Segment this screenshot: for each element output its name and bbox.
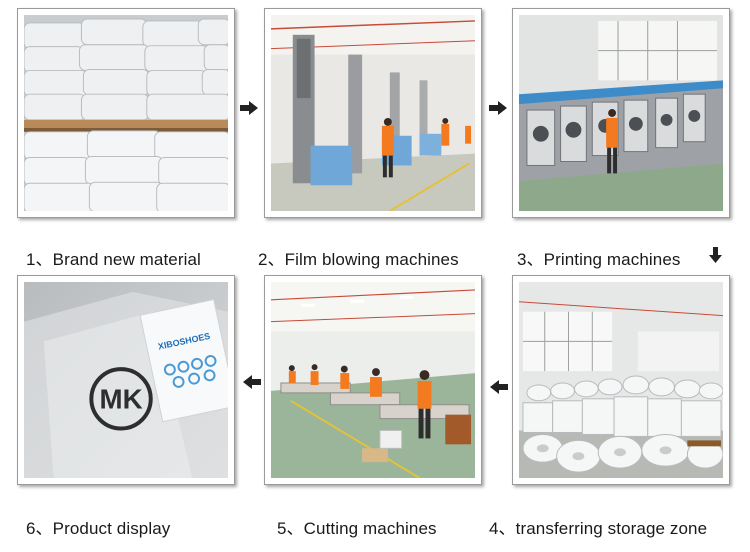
step-caption-4: 4、transferring storage zone xyxy=(489,519,708,538)
step-caption-1: 1、Brand new material xyxy=(26,250,201,269)
step-card-1 xyxy=(17,8,235,218)
step-caption-5: 5、Cutting machines xyxy=(277,519,437,538)
arrow-left-icon xyxy=(490,380,508,394)
step-card-3 xyxy=(512,8,730,218)
arrow-right-icon xyxy=(240,101,258,115)
step-card-4 xyxy=(512,275,730,485)
photo-printed-plastic-bags: MK XIBOSHOES xyxy=(24,282,228,478)
step-caption-2: 2、Film blowing machines xyxy=(258,250,459,269)
arrow-right-icon xyxy=(489,101,507,115)
photo-cutting-workshop xyxy=(271,282,475,478)
photo-printing-press-line xyxy=(519,15,723,211)
photo-film-blowing-workshop xyxy=(271,15,475,211)
arrow-left-icon xyxy=(243,375,261,389)
photo-film-roll-storage xyxy=(519,282,723,478)
step-caption-3: 3、Printing machines xyxy=(517,250,681,269)
step-caption-6: 6、Product display xyxy=(26,519,171,538)
photo-white-material-sacks xyxy=(24,15,228,211)
arrow-down-icon xyxy=(709,247,722,263)
bag-logo-text: MK xyxy=(99,384,142,415)
step-card-6: MK XIBOSHOES xyxy=(17,275,235,485)
step-card-5 xyxy=(264,275,482,485)
step-card-2 xyxy=(264,8,482,218)
